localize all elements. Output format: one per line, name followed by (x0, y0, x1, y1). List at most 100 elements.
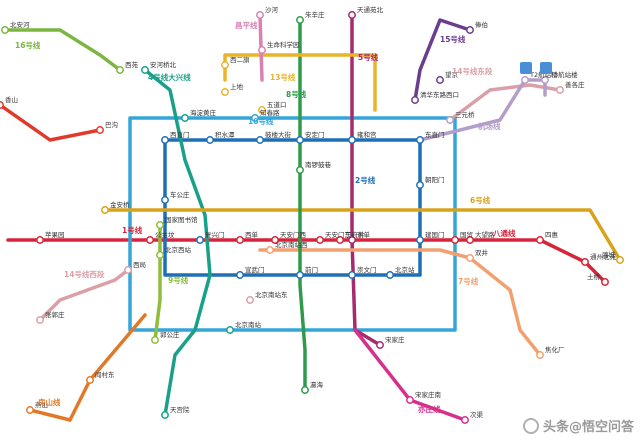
line-label-yizhuang: 亦庄线 (418, 404, 441, 414)
station-marker[interactable] (348, 11, 356, 19)
station-marker[interactable] (436, 76, 444, 84)
station-marker[interactable] (406, 396, 414, 404)
station-label: 焦化厂 (545, 345, 565, 354)
station-marker[interactable] (226, 326, 234, 334)
station-label: 沙河 (265, 6, 279, 14)
station-marker[interactable] (411, 96, 419, 104)
fangshan-route (68, 313, 147, 422)
station-marker[interactable] (336, 236, 344, 244)
station-marker[interactable] (156, 221, 164, 229)
station-marker[interactable] (466, 26, 474, 34)
station-marker[interactable] (0, 101, 4, 109)
station-marker[interactable] (451, 236, 459, 244)
station-marker[interactable] (376, 341, 384, 349)
station-marker[interactable] (296, 166, 304, 174)
station-marker[interactable] (181, 114, 189, 122)
station-label: 公主坟 (155, 230, 175, 239)
station-marker[interactable] (541, 76, 549, 84)
station-label: 朱辛庄 (305, 10, 325, 19)
station-marker[interactable] (258, 46, 266, 54)
station-label: 国贸 (460, 230, 474, 239)
labels-layer: 沙河生命科学园西二旗上地五道口知春路西直门积水潭鼓楼大街安定门雍和宫东直门朝阳门… (5, 5, 617, 419)
station-marker[interactable] (161, 411, 169, 419)
station-marker[interactable] (348, 136, 356, 144)
station-marker[interactable] (196, 236, 204, 244)
station-marker[interactable] (296, 16, 304, 24)
station-label: 宋家庄 (385, 335, 405, 344)
station-marker[interactable] (256, 136, 264, 144)
lines-layer (0, 13, 622, 422)
station-marker[interactable] (101, 206, 109, 214)
batong-route (468, 238, 607, 284)
station-marker[interactable] (466, 236, 474, 244)
line8-route (298, 18, 307, 392)
station-marker[interactable] (124, 266, 132, 274)
station-marker[interactable] (536, 236, 544, 244)
station-label: 阎村东 (95, 370, 115, 379)
station-marker[interactable] (236, 271, 244, 279)
station-marker[interactable] (348, 236, 356, 244)
station-marker[interactable] (36, 236, 44, 244)
station-marker[interactable] (296, 271, 304, 279)
station-marker[interactable] (446, 116, 454, 124)
station-marker[interactable] (161, 136, 169, 144)
line-label-batong: 八通线 (492, 228, 516, 238)
station-marker[interactable] (156, 251, 164, 259)
station-label: 巴沟 (105, 120, 118, 129)
line-label-changping: 昌平线 (235, 20, 258, 30)
station-label: 雍和宫 (357, 130, 377, 139)
station-marker[interactable] (86, 376, 94, 384)
station-marker[interactable] (536, 351, 544, 359)
station-marker[interactable] (601, 278, 609, 286)
station-label: 瀛海 (310, 380, 324, 389)
station-marker[interactable] (36, 316, 44, 324)
station-marker[interactable] (466, 254, 474, 262)
line-label-line2: 2号线 (355, 175, 376, 185)
station-marker[interactable] (416, 236, 424, 244)
station-marker[interactable] (258, 106, 266, 114)
station-label: 金安桥 (110, 200, 130, 209)
station-marker[interactable] (521, 76, 529, 84)
station-label: 郭公庄 (160, 330, 180, 339)
station-marker[interactable] (461, 416, 469, 424)
station-marker[interactable] (206, 136, 214, 144)
station-marker[interactable] (271, 236, 279, 244)
station-marker[interactable] (161, 196, 169, 204)
station-marker[interactable] (146, 236, 154, 244)
station-label: 北京南站西 (275, 240, 308, 249)
station-marker[interactable] (221, 88, 229, 96)
station-marker[interactable] (96, 126, 104, 134)
station-label: 东直门 (425, 130, 445, 139)
station-marker[interactable] (581, 258, 589, 266)
station-marker[interactable] (246, 296, 254, 304)
station-marker[interactable] (236, 236, 244, 244)
station-marker[interactable] (296, 136, 304, 144)
station-marker[interactable] (616, 256, 624, 264)
station-label: 宣武门 (245, 265, 265, 274)
station-marker[interactable] (266, 246, 274, 254)
station-marker[interactable] (116, 66, 124, 74)
station-marker[interactable] (251, 114, 259, 122)
station-marker[interactable] (316, 236, 324, 244)
station-marker[interactable] (416, 136, 424, 144)
station-marker[interactable] (141, 66, 149, 74)
station-label: 上地 (230, 82, 244, 91)
station-marker[interactable] (256, 11, 264, 19)
line-label-line13: 13号线 (270, 72, 296, 82)
yizhuang-route (353, 328, 467, 422)
station-marker[interactable] (26, 406, 34, 414)
station-marker[interactable] (348, 271, 356, 279)
station-marker[interactable] (416, 181, 424, 189)
station-marker[interactable] (301, 386, 309, 394)
station-label: 清华东路西口 (420, 90, 459, 99)
line14w-route (38, 268, 130, 322)
line5-route (350, 13, 382, 347)
station-marker[interactable] (386, 271, 394, 279)
station-marker[interactable] (556, 86, 564, 94)
line-label-airport: 机场线 (478, 121, 501, 131)
station-label: 海淀黄庄 (190, 108, 217, 117)
station-marker[interactable] (221, 61, 229, 69)
station-marker[interactable] (1, 26, 9, 34)
station-marker[interactable] (151, 336, 159, 344)
